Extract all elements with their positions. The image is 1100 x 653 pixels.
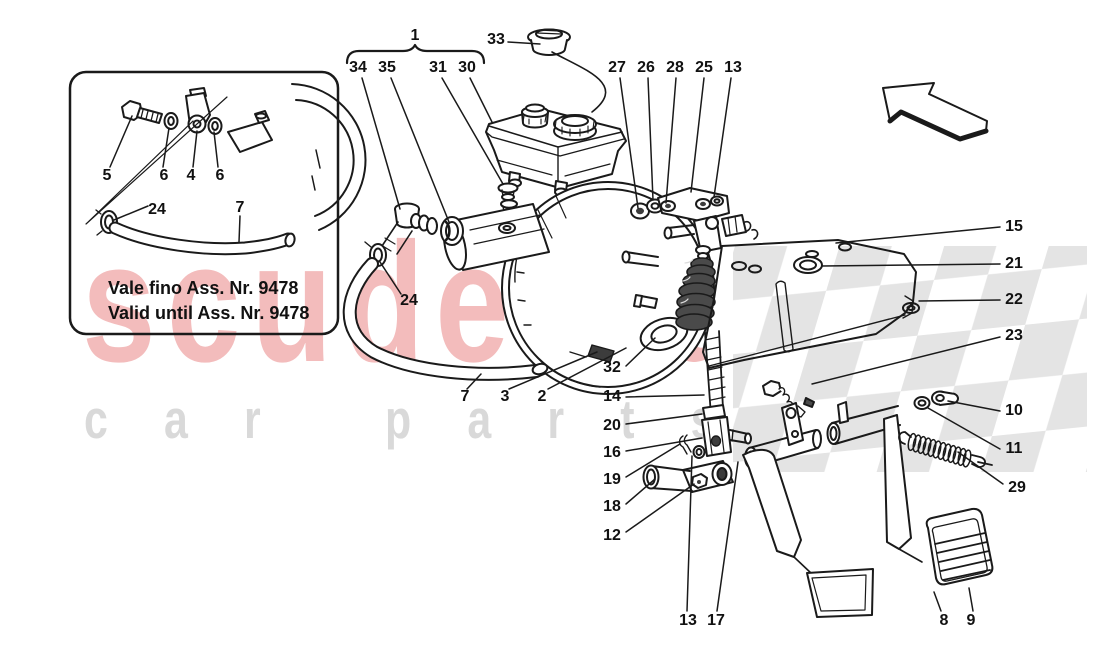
part-label-11-37: 11 (1005, 440, 1023, 457)
part-label-21-33: 21 (1005, 255, 1023, 272)
part-label-10-36: 10 (1005, 402, 1023, 419)
part-label-27-6: 27 (608, 59, 626, 76)
brake-booster-drawing (342, 181, 759, 395)
part-label-19-25: 19 (603, 471, 621, 488)
part-label-8-30: 8 (939, 612, 949, 629)
part-label-5-11: 5 (102, 167, 112, 184)
part-label-14-22: 14 (603, 388, 621, 405)
part-label-24-15: 24 (148, 201, 166, 218)
part-label-26-7: 26 (637, 59, 655, 76)
part-label-15-32: 15 (1005, 218, 1023, 235)
part-label-23-35: 23 (1005, 327, 1023, 344)
part-label-7-18: 7 (460, 388, 470, 405)
label-1-brace (345, 43, 486, 65)
note-valid-until-en: Valid until Ass. Nr. 9478 (108, 303, 310, 323)
part-label-24-17: 24 (400, 292, 418, 309)
rubber-boot-drawing (675, 245, 716, 331)
pushrod-and-levers-drawing (642, 330, 752, 493)
part-label-18-26: 18 (603, 498, 621, 515)
part-label-34-2: 34 (349, 59, 367, 76)
part-label-22-34: 22 (1005, 291, 1023, 308)
part-label-1-0: 1 (410, 27, 420, 44)
pedal-support-plate-drawing (702, 239, 920, 369)
part-label-13-28: 13 (679, 612, 697, 629)
part-label-25-9: 25 (695, 59, 713, 76)
part-label-20-23: 20 (603, 417, 621, 434)
brake-pedal-drawing (883, 390, 994, 586)
part-label-6-14: 6 (215, 167, 225, 184)
part-label-3-19: 3 (500, 388, 510, 405)
fluid-reservoir-drawing (485, 28, 627, 214)
leader-lines (361, 41, 1004, 612)
part-label-32-21: 32 (603, 359, 621, 376)
part-label-30-5: 30 (458, 59, 476, 76)
part-label-31-4: 31 (429, 59, 447, 76)
note-valid-until-it: Vale fino Ass. Nr. 9478 (108, 278, 299, 298)
part-label-4-13: 4 (186, 167, 196, 184)
part-label-33-1: 33 (487, 31, 505, 48)
part-label-13-10: 13 (724, 59, 742, 76)
part-label-2-20: 2 (537, 388, 547, 405)
part-label-35-3: 35 (378, 59, 396, 76)
part-label-6-12: 6 (159, 167, 169, 184)
inset-detail-box (68, 70, 367, 336)
part-label-12-27: 12 (603, 527, 621, 544)
part-label-17-29: 17 (707, 612, 725, 629)
direction-arrow-icon (882, 82, 989, 142)
part-label-29-38: 29 (1008, 479, 1026, 496)
part-label-16-24: 16 (603, 444, 621, 461)
brand-watermark-sub: car parts (84, 388, 771, 450)
part-label-7-16: 7 (235, 199, 245, 216)
clutch-pedal-drawing (742, 448, 874, 618)
part-label-28-8: 28 (666, 59, 684, 76)
part-label-9-31: 9 (966, 612, 976, 629)
